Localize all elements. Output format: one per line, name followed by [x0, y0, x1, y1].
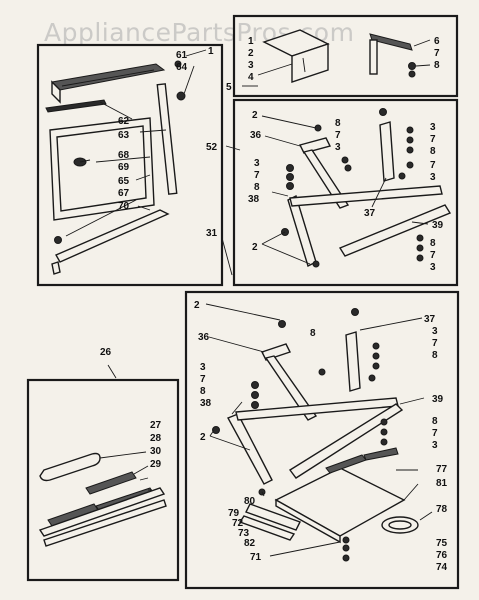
callout-number: 31	[206, 228, 218, 239]
callout-number: 29	[150, 459, 162, 470]
callout-number: 37	[424, 314, 436, 325]
callout-number: 8	[335, 118, 341, 129]
callout-number: 2	[200, 432, 206, 443]
callout-number: 7	[432, 428, 438, 439]
callouts-middle-right: 52 2 36 8 7 3 31 3 7 8 38 2 37 39 3 7 8 …	[206, 110, 444, 273]
callout-number: 8	[432, 416, 438, 427]
callout-number: 62	[118, 116, 130, 127]
callout-number: 3	[432, 326, 438, 337]
callout-number: 8	[430, 146, 436, 157]
callouts-bottom-right: 2 8 37 36 3 7 8 3 7 8 38 39 2 8 7 3 77 8…	[194, 300, 448, 573]
callout-number: 52	[206, 142, 218, 153]
callout-number: 30	[150, 446, 162, 457]
callout-number: 7	[432, 338, 438, 349]
callout-number: 37	[364, 208, 376, 219]
callout-number: 38	[200, 398, 212, 409]
callout-number: 61	[176, 50, 188, 61]
callout-number: 7	[430, 160, 436, 171]
callout-number: 3	[430, 262, 436, 273]
callout-number: 3	[200, 362, 206, 373]
callout-number: 8	[200, 386, 206, 397]
callout-number: 2	[252, 242, 258, 253]
callout-number: 3	[430, 122, 436, 133]
callout-number: 7	[430, 134, 436, 145]
middle-right-parts	[281, 108, 452, 268]
panel-bottom-right	[184, 290, 460, 590]
callout-number: 7	[335, 130, 341, 141]
callouts-bottom-left: 26 27 28 30 29	[100, 347, 162, 470]
callout-number: 38	[248, 194, 260, 205]
callout-number: 39	[432, 394, 444, 405]
callout-number: 69	[118, 162, 130, 173]
callout-number: 28	[150, 433, 162, 444]
callout-number: 3	[335, 142, 341, 153]
callout-number: 7	[434, 48, 440, 59]
callout-number: 8	[310, 328, 316, 339]
callout-number: 80	[244, 496, 256, 507]
top-right-parts	[262, 29, 416, 83]
callout-number: 36	[198, 332, 210, 343]
callout-number: 3	[430, 172, 436, 183]
callout-number: 72	[232, 518, 244, 529]
callout-number: 36	[250, 130, 262, 141]
callout-number: 6	[434, 36, 440, 47]
panel-middle-right	[232, 98, 459, 287]
panel-top-left	[36, 43, 224, 287]
callouts-top-right: 1 2 3 4 5 6 7 8	[226, 36, 440, 93]
callout-number: 70	[118, 201, 130, 212]
callout-number: 65	[118, 176, 130, 187]
callout-number: 82	[244, 538, 256, 549]
callout-number: 8	[432, 350, 438, 361]
top-left-parts	[45, 60, 186, 275]
callout-number: 77	[436, 464, 448, 475]
panel-bottom-left	[26, 378, 180, 582]
callout-number: 78	[436, 504, 448, 515]
callout-number: 2	[252, 110, 258, 121]
callouts-top-left: 1 61 64 62 63 68 69 65 67 70	[118, 46, 214, 212]
callout-number: 76	[436, 550, 448, 561]
callout-number: 1	[208, 46, 214, 57]
callout-number: 2	[248, 48, 254, 59]
callout-number: 26	[100, 347, 112, 358]
callout-number: 1	[248, 36, 254, 47]
callout-number: 81	[436, 478, 448, 489]
callout-number: 4	[248, 72, 254, 83]
callout-number: 75	[436, 538, 448, 549]
callout-number: 3	[432, 440, 438, 451]
callout-number: 73	[238, 528, 250, 539]
callout-number: 5	[226, 82, 232, 93]
callout-number: 39	[432, 220, 444, 231]
callout-number: 8	[254, 182, 260, 193]
bottom-left-parts	[38, 452, 167, 547]
callout-number: 3	[254, 158, 260, 169]
callout-number: 7	[430, 250, 436, 261]
callout-number: 3	[248, 60, 254, 71]
callout-number: 63	[118, 130, 130, 141]
callout-number: 8	[434, 60, 440, 71]
callout-number: 79	[228, 508, 240, 519]
callout-number: 71	[250, 552, 262, 563]
callout-number: 67	[118, 188, 130, 199]
leader-lines	[65, 39, 433, 557]
callout-number: 68	[118, 150, 130, 161]
callout-number: 74	[436, 562, 448, 573]
callout-number: 2	[194, 300, 200, 311]
callout-number: 7	[254, 170, 260, 181]
panel-top-right	[232, 14, 459, 98]
callout-number: 7	[200, 374, 206, 385]
callout-number: 8	[430, 238, 436, 249]
callout-number: 64	[176, 62, 188, 73]
bottom-right-parts	[212, 308, 419, 562]
callout-number: 27	[150, 420, 162, 431]
